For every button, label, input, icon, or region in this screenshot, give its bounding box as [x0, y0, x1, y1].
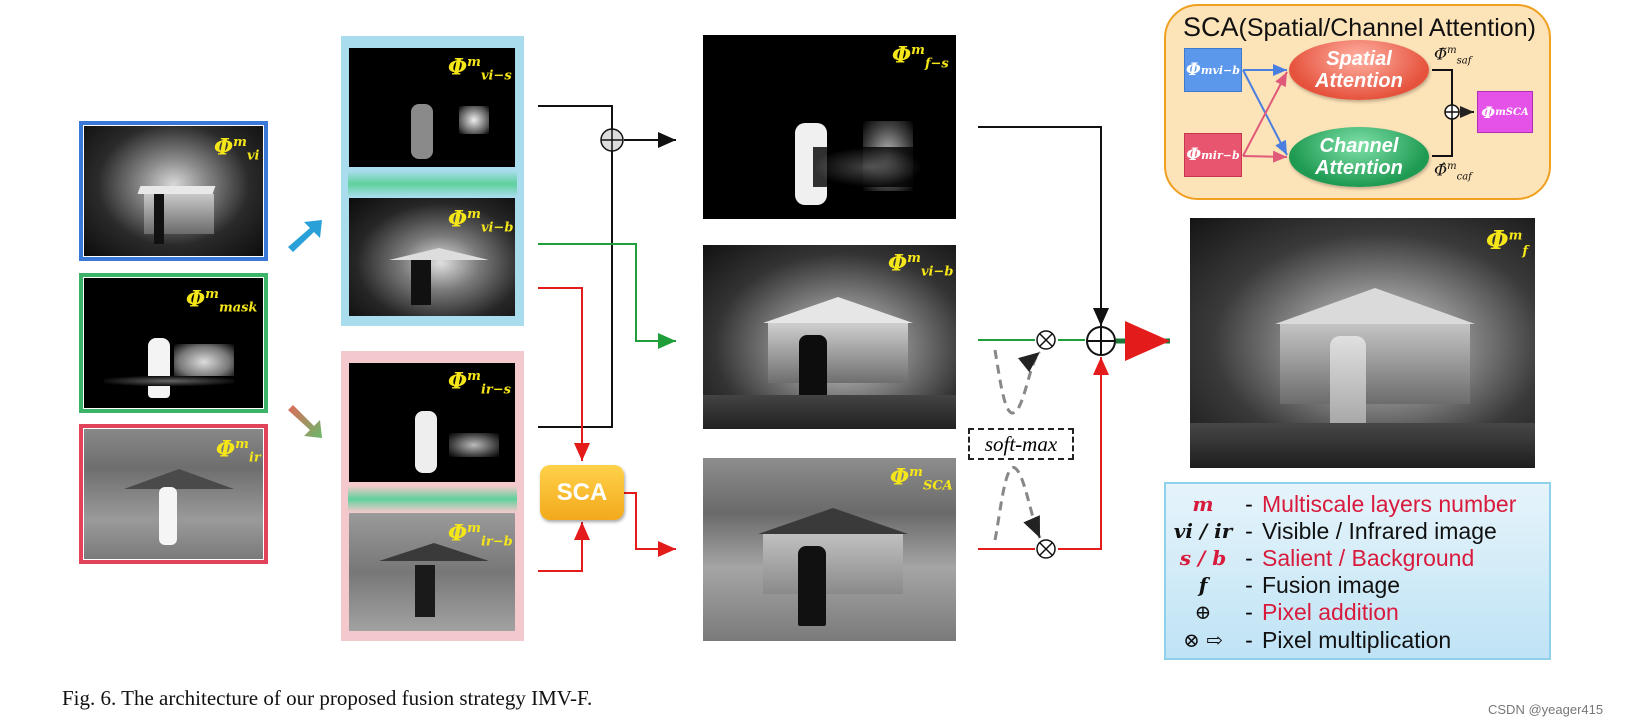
label-vi-b: Φmvi−b [448, 206, 514, 236]
mid-vi-background-image [703, 245, 956, 429]
infrared-image [84, 429, 263, 559]
watermark: CSDN @yeager415 [1488, 702, 1604, 717]
sca-input-connector [538, 287, 676, 572]
legend-row: ⊗ ⇨-Pixel multiplication [1183, 626, 1452, 653]
legend-panel [1164, 482, 1551, 660]
label-ir-b: Φmir−b [448, 520, 513, 550]
vi-background-image [349, 198, 515, 316]
sca-output-image [703, 458, 956, 641]
label-ir-s: Φmir−s [448, 368, 511, 398]
fused-output-image [1190, 218, 1535, 468]
ir-salient-image [349, 363, 515, 482]
fusion-connector [978, 126, 1170, 559]
vi-background-connector [538, 243, 676, 349]
red-diagonal-arrow [288, 405, 322, 438]
ir-background-image [349, 513, 515, 631]
legend-row: m-Multiscale layers number [1192, 490, 1517, 517]
salient-connector [538, 105, 676, 428]
label-vi-s: Φmvi−s [448, 54, 512, 84]
label-mask: Φmmask [186, 286, 258, 316]
figure-caption: Fig. 6. The architecture of our proposed… [62, 686, 593, 710]
label-f-s: Φmf−s [892, 42, 949, 72]
legend-row: vi / ir-Visible / Infrared image [1173, 517, 1497, 544]
label-saf: Φ̃msaf [1434, 44, 1472, 67]
label-sca-out: ΦmSCA [890, 464, 953, 494]
legend-row: f-Fusion image [1198, 571, 1401, 598]
label-ir: Φmir [216, 436, 261, 466]
label-caf: Φ̂mcaf [1434, 160, 1472, 183]
visible-image [84, 126, 263, 256]
sca-panel-title: SCA(Spatial/Channel Attention) [1183, 12, 1536, 42]
label-mid-vi-b: Φmvi−b [888, 250, 954, 280]
vi-input-frame [79, 121, 268, 261]
vi-salient-image [349, 48, 515, 167]
softmax-box: soft-max [968, 428, 1074, 460]
legend-row: s / b-Salient / Background [1179, 544, 1475, 571]
label-vi: Φmvi [214, 134, 260, 164]
ir-input-frame [79, 424, 268, 564]
blue-diagonal-arrow [288, 220, 322, 252]
fused-salient-image [703, 35, 956, 219]
legend-row: ⊕-Pixel addition [1194, 598, 1399, 625]
mask-image [84, 278, 263, 408]
sca-module-block: SCA [540, 465, 624, 520]
label-fused: Φmf [1486, 226, 1529, 260]
mask-input-frame [79, 273, 268, 413]
softmax-curves [993, 349, 1042, 541]
